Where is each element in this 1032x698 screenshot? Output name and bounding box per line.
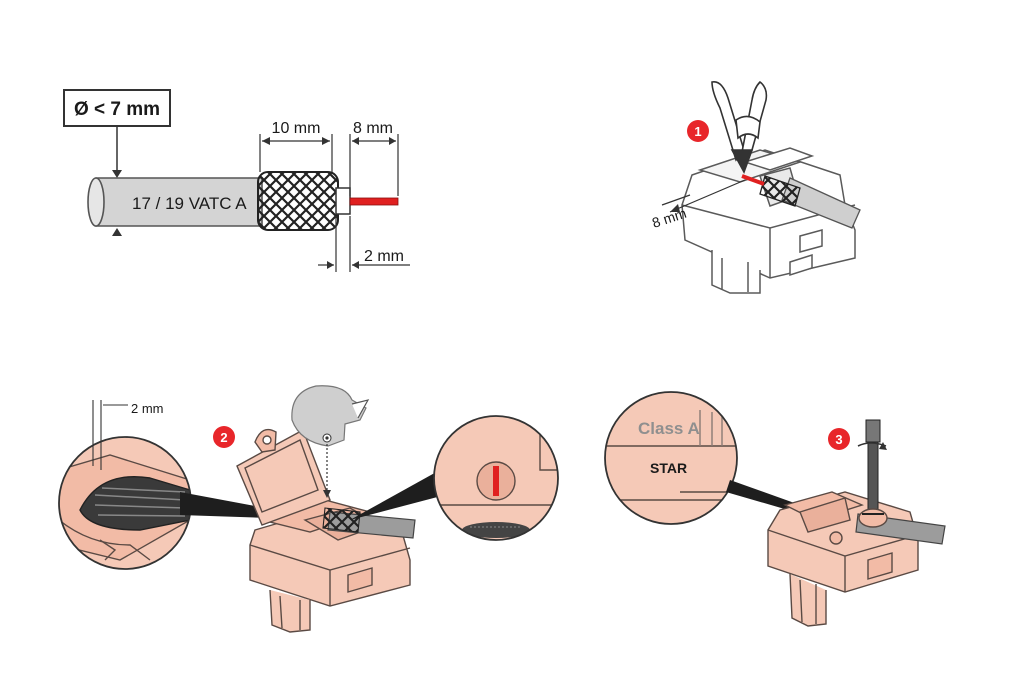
magnifier-insertion-detail [58, 436, 192, 570]
step-3-badge [828, 428, 850, 450]
step1-strip-length-label: 8 mm [650, 205, 688, 231]
step-1-number: 1 [694, 124, 701, 139]
brand-label: STAR [650, 460, 687, 476]
thermostat-body-outline [681, 147, 856, 294]
cable-marking-label: 17 / 19 VATC A [132, 194, 247, 213]
step-2-illustration: 2 mm [58, 385, 559, 633]
cable-strip-diagram: Ø < 7 mm 17 / 19 VATC A 10 mm 8 mm [63, 89, 410, 272]
step2-gap-label: 2 mm [131, 401, 164, 416]
inner-insulation [335, 187, 351, 215]
step-3-number: 3 [835, 432, 842, 447]
magnifier-label-detail: Class A STAR [604, 391, 738, 525]
step1-braid [759, 175, 801, 207]
red-conductor [349, 197, 399, 206]
wire-cutter-icon [711, 80, 768, 174]
magnifier-cone-step3 [726, 480, 800, 512]
class-label: Class A [638, 419, 700, 438]
step-1-illustration: 8 mm 1 [650, 80, 861, 294]
thermostat-body-step3 [767, 491, 919, 627]
insulation-gap-label: 2 mm [364, 248, 404, 265]
strip-length-label: 10 mm [272, 120, 321, 137]
conductor-length-label: 8 mm [353, 120, 393, 137]
step1-red-conductor [741, 174, 765, 186]
diameter-label: Ø < 7 mm [74, 99, 160, 120]
step-1-badge [687, 120, 709, 142]
braided-shield [257, 171, 339, 231]
screwdriver-icon [857, 419, 888, 528]
viewer-head-icon [291, 385, 370, 498]
magnifier-indicator-detail [433, 415, 559, 541]
step-3-illustration: Class A STAR [604, 391, 946, 627]
step-2-badge [213, 426, 235, 448]
magnifier-cone-right [350, 470, 445, 520]
diameter-label-box [63, 89, 171, 127]
cable-sheath: 17 / 19 VATC A [87, 177, 263, 227]
step-2-number: 2 [220, 430, 227, 445]
step2-braid [322, 507, 361, 533]
